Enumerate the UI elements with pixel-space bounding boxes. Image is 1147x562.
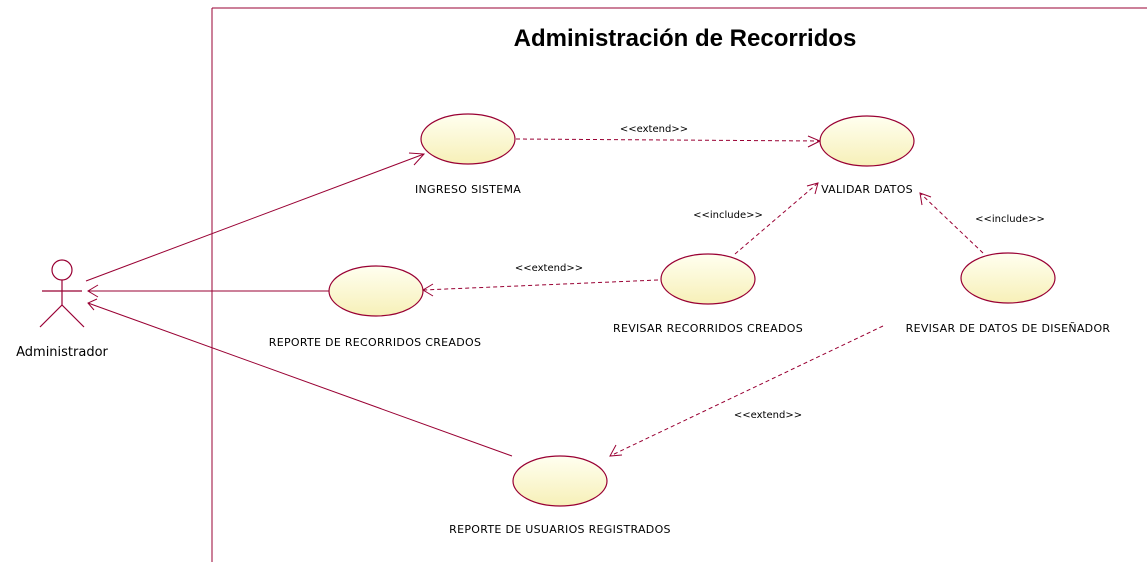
extend-disenador-usuarios-arrowhead xyxy=(609,444,623,457)
actor-administrador[interactable] xyxy=(39,259,85,328)
system-boundary xyxy=(211,7,1147,562)
usecase-validar-label: VALIDAR DATOS xyxy=(821,183,913,196)
stereotype-include-revisar: <<include>> xyxy=(693,210,763,221)
usecase-ingreso-sistema[interactable] xyxy=(420,113,516,165)
extend-ingreso-validar-line xyxy=(515,138,821,142)
usecase-reporte-usuarios[interactable] xyxy=(512,455,608,507)
system-title: Administración de Recorridos xyxy=(514,25,857,52)
extend-disenador-usuarios-line xyxy=(609,325,884,457)
extend-ingreso-validar-arrowhead xyxy=(807,135,822,148)
stereotype-include-disenador: <<include>> xyxy=(975,214,1045,225)
usecase-revisar-recorridos-label: REVISAR RECORRIDOS CREADOS xyxy=(613,322,803,335)
stereotype-extend-disenador: <<extend>> xyxy=(734,410,802,421)
actor-head xyxy=(51,259,73,281)
association-reporte-usuarios-arrowhead xyxy=(87,298,98,311)
stereotype-extend-ingreso: <<extend>> xyxy=(620,124,688,135)
usecase-revisar-disenador[interactable] xyxy=(960,252,1056,304)
association-reporte-usuarios xyxy=(87,302,513,457)
stereotype-extend-revisar: <<extend>> xyxy=(515,263,583,274)
include-revisar-validar-line xyxy=(734,182,819,255)
include-disenador-validar-line xyxy=(919,192,984,254)
extend-revisar-reporte-line xyxy=(422,279,659,291)
include-disenador-validar-arrowhead xyxy=(919,192,932,206)
usecase-reporte-usuarios-label: REPORTE DE USUARIOS REGISTRADOS xyxy=(449,523,671,536)
usecase-ingreso-label: INGRESO SISTEMA xyxy=(415,183,521,196)
include-revisar-validar-arrowhead xyxy=(806,182,819,195)
usecase-revisar-recorridos[interactable] xyxy=(660,253,756,305)
association-ingreso-arrowhead xyxy=(408,152,426,166)
actor-label: Administrador xyxy=(16,345,108,360)
association-reporte-recorridos-arrowhead xyxy=(87,284,99,298)
association-ingreso xyxy=(85,153,425,282)
usecase-reporte-recorridos[interactable] xyxy=(328,265,424,317)
usecase-validar-datos[interactable] xyxy=(819,115,915,167)
usecase-revisar-disenador-label: REVISAR DE DATOS DE DISEÑADOR xyxy=(906,322,1111,335)
usecase-reporte-recorridos-label: REPORTE DE RECORRIDOS CREADOS xyxy=(269,336,482,349)
